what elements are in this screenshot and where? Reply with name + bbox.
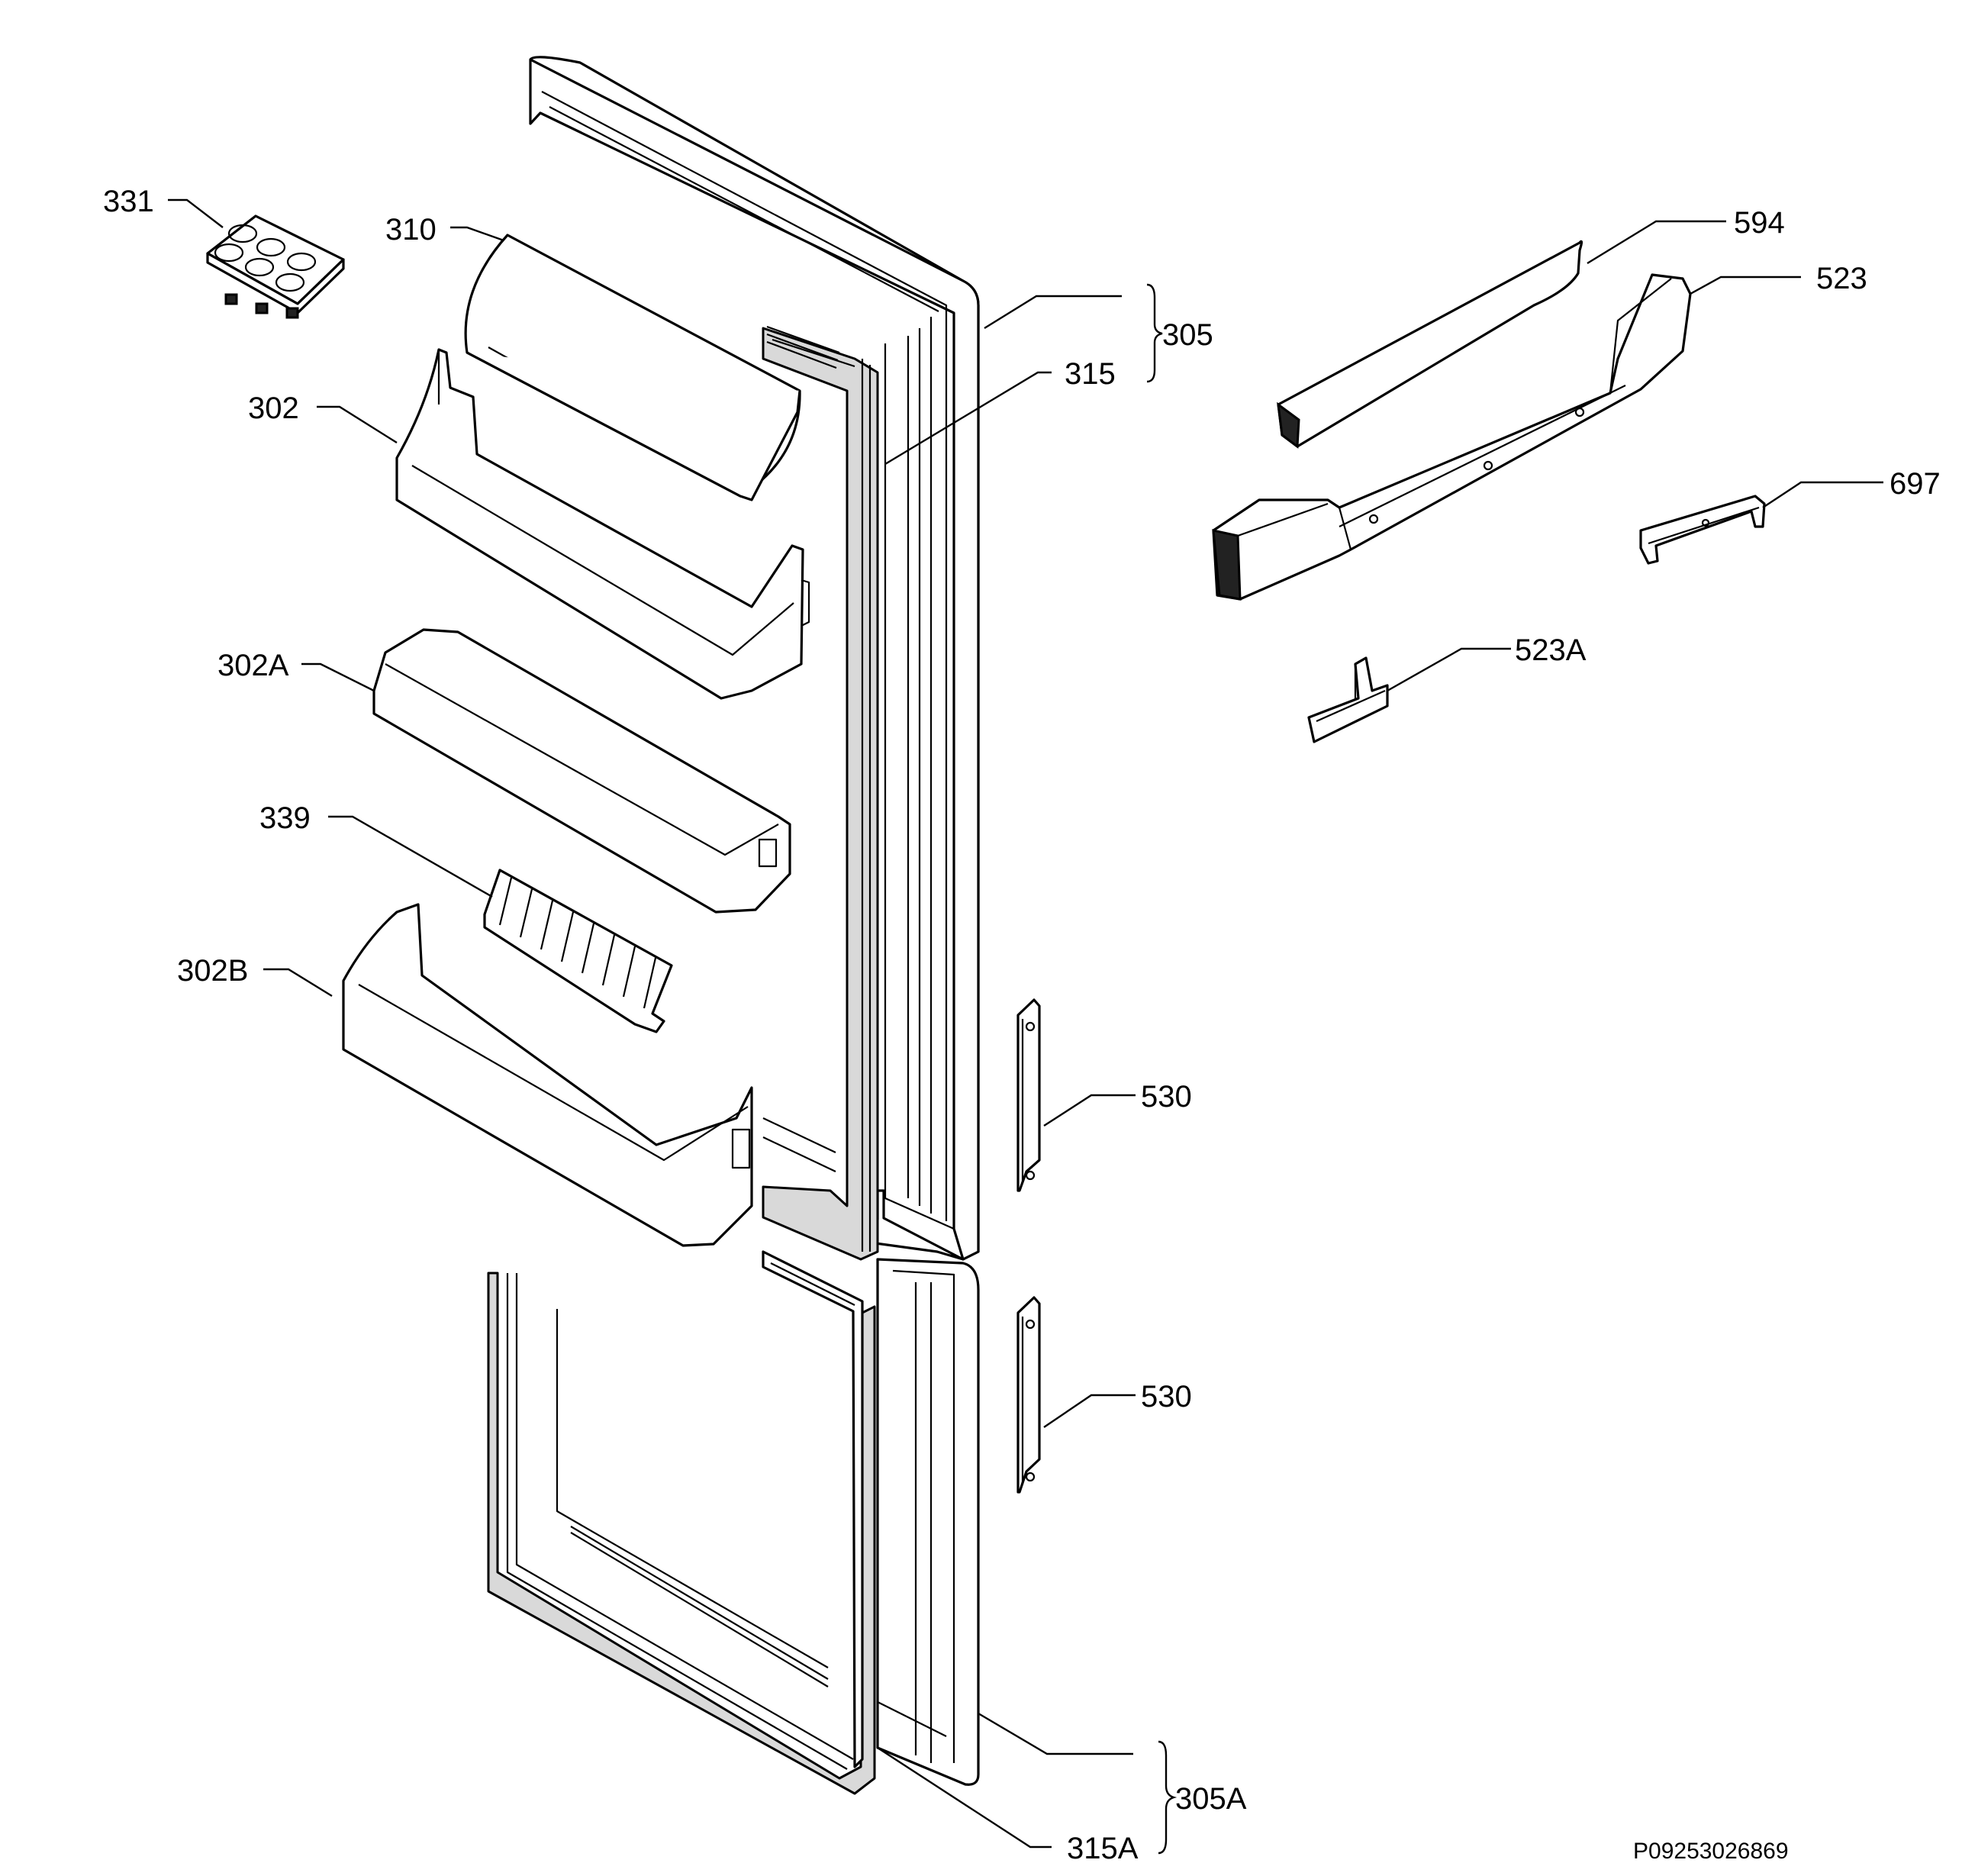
label-315: 315 (1065, 357, 1116, 391)
drawing-id: P09253026869 (1633, 1839, 1789, 1864)
part-302B-door-shelf (342, 903, 753, 1247)
leader-lines (168, 198, 1883, 1849)
label-530-bottom: 530 (1141, 1380, 1192, 1413)
label-331: 331 (103, 185, 154, 218)
part-594-handle-trim (1277, 240, 1583, 449)
label-310: 310 (385, 213, 437, 247)
part-523A-clip (1307, 656, 1389, 743)
part-302A-door-shelf (372, 628, 791, 914)
group-brackets (1146, 283, 1178, 1855)
label-302B: 302B (177, 954, 248, 988)
label-339: 339 (259, 801, 311, 835)
part-310-dairy-cover (464, 234, 801, 501)
part-697-clip (1639, 495, 1766, 565)
label-523A: 523A (1515, 633, 1587, 667)
label-302A: 302A (217, 649, 289, 682)
callout-labels: 331 310 302 302A 339 302B 305 315 594 52… (103, 185, 1941, 1865)
part-530-hinge-bottom (1016, 1296, 1041, 1494)
label-302: 302 (248, 392, 299, 425)
label-305: 305 (1162, 318, 1213, 352)
label-315A: 315A (1067, 1832, 1139, 1865)
part-530-hinge-top (1016, 998, 1041, 1192)
part-523-handle (1212, 273, 1692, 601)
part-339-bottle-retainer (483, 869, 673, 1033)
label-305A: 305A (1175, 1782, 1247, 1816)
label-697: 697 (1890, 467, 1941, 501)
part-331-egg-tray (206, 214, 345, 319)
part-302-door-shelf (395, 348, 810, 700)
label-523: 523 (1816, 262, 1867, 295)
label-594: 594 (1734, 206, 1785, 240)
label-530-top: 530 (1141, 1080, 1192, 1114)
lower-door-305A (487, 1250, 980, 1795)
